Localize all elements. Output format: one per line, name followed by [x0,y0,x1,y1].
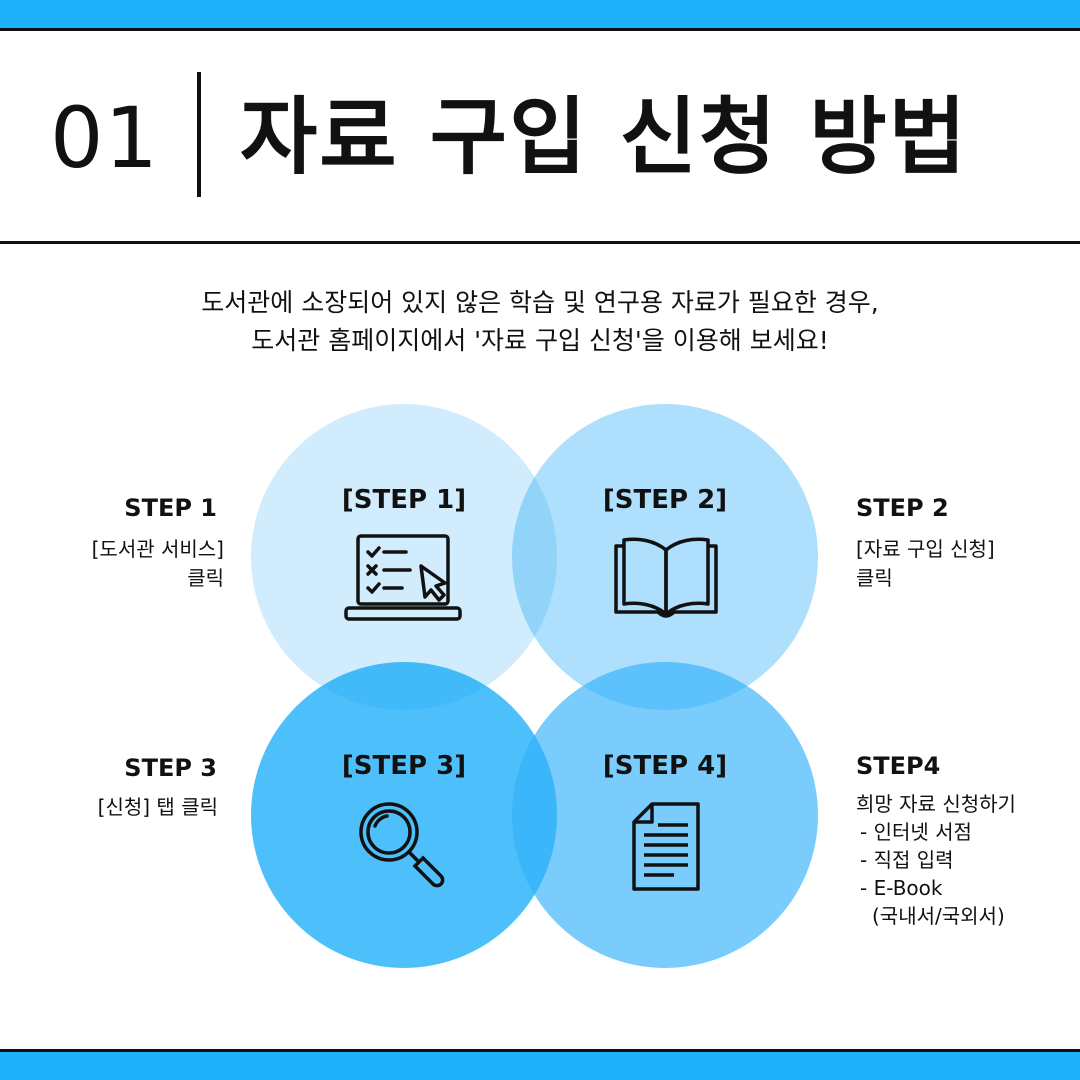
step4-desc-line: - 직접 입력 [860,848,954,872]
header-divider [0,241,1080,244]
page-title: 자료 구입 신청 방법 [240,88,968,186]
step4-desc-line: - E-Book [860,876,943,900]
top-accent-band [0,0,1080,31]
intro-line-2: 도서관 홈페이지에서 '자료 구입 신청'을 이용해 보세요! [251,326,829,355]
step3-circle-label: [STEP 3] [341,751,467,781]
magnifier-icon [359,802,445,888]
step4-title: STEP4 [856,752,941,780]
bottom-accent-band [0,1049,1080,1080]
laptop-checklist-icon [344,534,462,621]
intro-text: 도서관에 소장되어 있지 않은 학습 및 연구용 자료가 필요한 경우, 도서관… [0,284,1080,360]
step4-desc: 희망 자료 신청하기 - 인터넷 서점 - 직접 입력 - E-Book (국내… [856,790,1016,930]
step4-circle [512,662,818,968]
intro-line-1: 도서관에 소장되어 있지 않은 학습 및 연구용 자료가 필요한 경우, [201,288,879,317]
open-book-icon [614,537,718,618]
step3-desc: [신청] 탭 클릭 [40,793,218,822]
step3-desc-line: [신청] 탭 클릭 [97,795,218,819]
document-icon [632,802,700,891]
step2-desc: [자료 구입 신청] 클릭 [856,535,995,593]
step1-desc-line: 클릭 [187,566,224,590]
step4-circle-label: [STEP 4] [602,751,728,781]
section-number: 01 [50,89,159,187]
title-divider [197,72,201,197]
step4-desc-line: (국내서/국외서) [872,904,1005,928]
step2-title: STEP 2 [856,494,949,522]
step4-desc-line: 희망 자료 신청하기 [856,792,1016,816]
step2-desc-line: [자료 구입 신청] [856,537,995,561]
step2-desc-line: 클릭 [856,566,893,590]
step2-circle-label: [STEP 2] [602,485,728,515]
step1-circle [251,404,557,710]
step1-desc-line: [도서관 서비스] [91,537,224,561]
step3-title: STEP 3 [124,754,217,782]
step4-desc-line: - 인터넷 서점 [860,820,972,844]
step1-title: STEP 1 [124,494,217,522]
step1-desc: [도서관 서비스] 클릭 [40,535,224,593]
step1-circle-label: [STEP 1] [341,485,467,515]
